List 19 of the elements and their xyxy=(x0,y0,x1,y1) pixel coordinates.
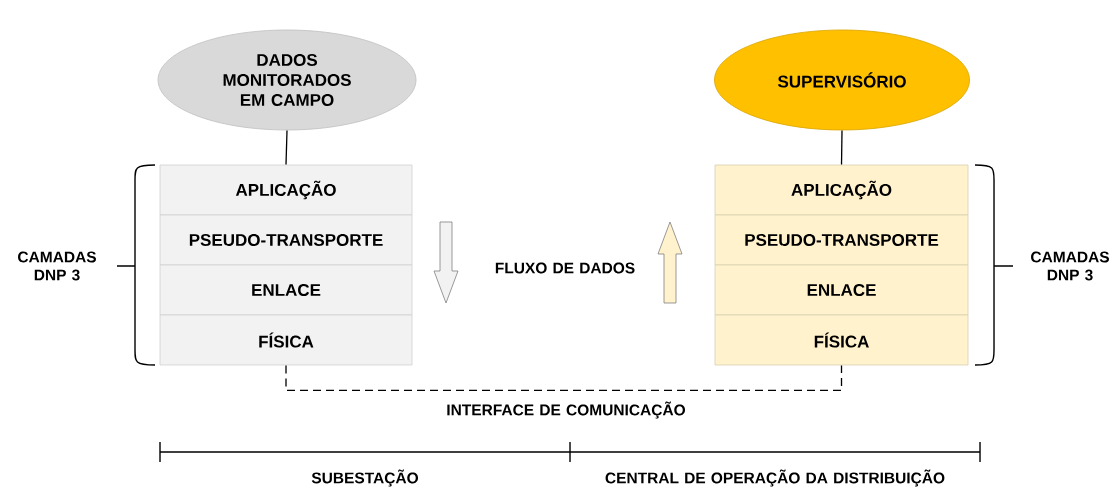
layer-box: ENLACE xyxy=(159,264,413,316)
connector-line xyxy=(285,129,288,166)
layer-box: FÍSICA xyxy=(159,314,413,366)
label-text: CAMADAS DNP 3 xyxy=(1031,251,1109,281)
label-text: INTERFACE DE COMUNICAÇÃO xyxy=(447,401,685,419)
label-text: CAMADAS DNP 3 xyxy=(18,251,96,281)
connector-line xyxy=(840,129,843,166)
layer-box: FÍSICA xyxy=(714,314,969,366)
label-text: SUBESTAÇÃO xyxy=(311,469,418,487)
layer-box: PSEUDO-TRANSPORTE xyxy=(714,214,969,266)
layer-box: APLICAÇÃO xyxy=(714,164,969,216)
connector-line xyxy=(285,364,843,392)
layer-box: APLICAÇÃO xyxy=(159,164,413,216)
label-text: FLUXO DE DADOS xyxy=(495,262,635,274)
ellipse-node: DADOS MONITORADOS EM CAMPO xyxy=(157,29,417,131)
ellipse-node: SUPERVISÓRIO xyxy=(714,29,970,131)
layer-box: ENLACE xyxy=(714,264,969,316)
label-text: CENTRAL DE OPERAÇÃO DA DISTRIBUIÇÃO xyxy=(605,469,945,487)
layer-box: PSEUDO-TRANSPORTE xyxy=(159,214,413,266)
